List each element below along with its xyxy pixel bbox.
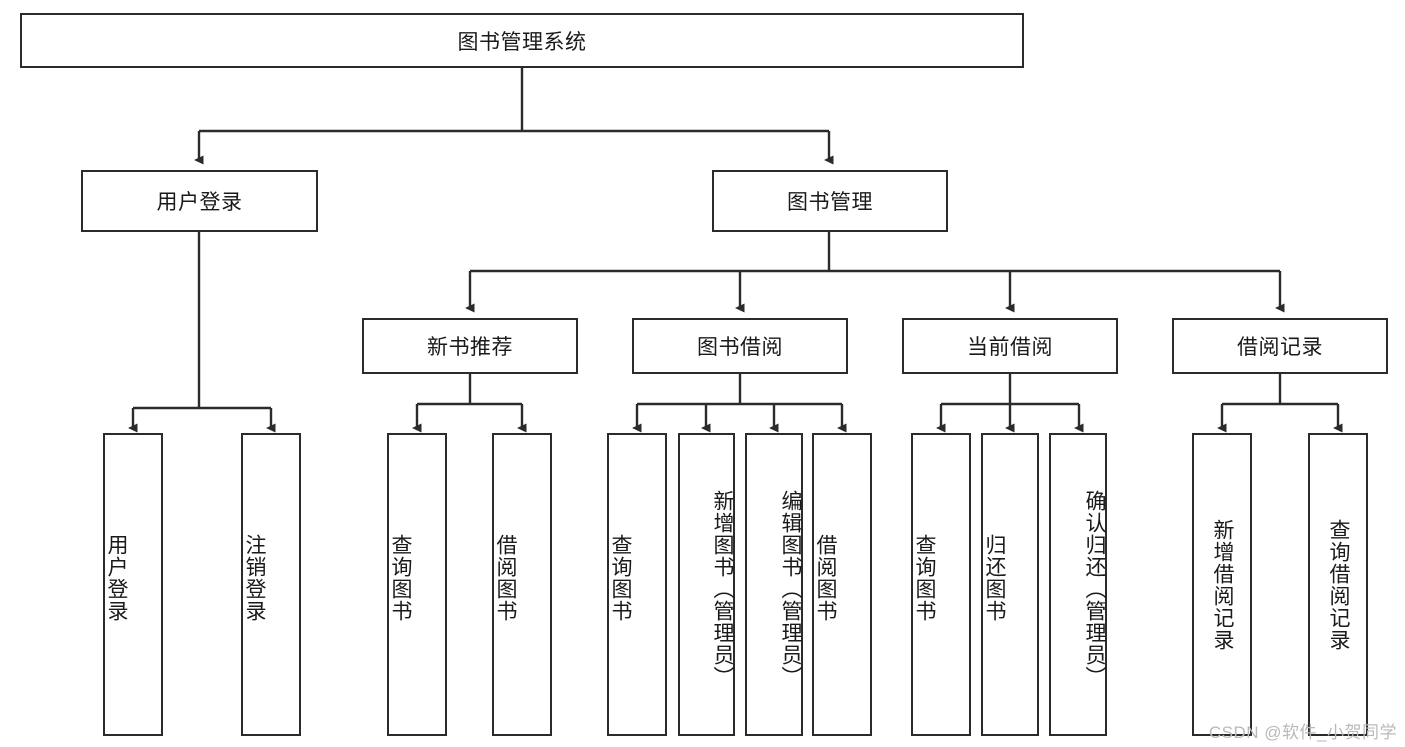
node-current-borrow[interactable]: 当前借阅: [902, 318, 1118, 374]
leaf-current-borrow-confirm-return[interactable]: 确认归还（管理员）: [1049, 433, 1107, 736]
node-label: 图书借阅: [697, 336, 783, 359]
node-label: 用户登录: [105, 533, 129, 622]
leaf-user-login-logout[interactable]: 注销登录: [241, 433, 301, 736]
node-new-book-recommend[interactable]: 新书推荐: [362, 318, 578, 374]
leaf-current-borrow-query-book[interactable]: 查询图书: [911, 433, 971, 736]
leaf-new-book-borrow-book[interactable]: 借阅图书: [492, 433, 552, 736]
node-label: 借阅记录: [1237, 336, 1323, 359]
node-label: 查询图书: [389, 533, 413, 622]
leaf-current-borrow-return-book[interactable]: 归还图书: [981, 433, 1039, 736]
leaf-borrow-record-add-record[interactable]: 新增借阅记录: [1192, 433, 1252, 736]
leaf-book-borrow-edit-book[interactable]: 编辑图书（管理员）: [745, 433, 803, 736]
node-user-login[interactable]: 用户登录: [81, 170, 318, 232]
node-label: 查询图书: [913, 533, 937, 622]
leaf-book-borrow-add-book[interactable]: 新增图书（管理员）: [678, 433, 735, 736]
node-label: 确认归还（管理员）: [1083, 489, 1106, 688]
node-book-borrow[interactable]: 图书借阅: [632, 318, 848, 374]
node-label: 借阅图书: [494, 533, 518, 622]
node-label: 归还图书: [983, 533, 1007, 622]
node-label: 查询借阅记录: [1327, 518, 1351, 651]
node-label: 编辑图书（管理员）: [779, 489, 802, 688]
node-root-system[interactable]: 图书管理系统: [20, 13, 1024, 68]
node-label: 注销登录: [243, 533, 267, 622]
leaf-user-login-login[interactable]: 用户登录: [103, 433, 163, 736]
leaf-borrow-record-query-record[interactable]: 查询借阅记录: [1308, 433, 1368, 736]
node-label: 新增借阅记录: [1211, 518, 1235, 651]
node-label: 借阅图书: [814, 533, 838, 622]
watermark-text: CSDN @软件_小贺同学: [1208, 723, 1397, 742]
node-borrow-record[interactable]: 借阅记录: [1172, 318, 1388, 374]
node-label: 图书管理系统: [457, 30, 587, 54]
node-label: 新书推荐: [427, 336, 513, 359]
node-label: 图书管理: [787, 191, 873, 214]
leaf-new-book-query-book[interactable]: 查询图书: [387, 433, 447, 736]
node-label: 用户登录: [156, 191, 243, 214]
node-book-management[interactable]: 图书管理: [712, 170, 948, 232]
leaf-book-borrow-borrow-book[interactable]: 借阅图书: [812, 433, 872, 736]
node-label: 当前借阅: [967, 336, 1053, 359]
node-label: 新增图书（管理员）: [711, 489, 734, 688]
node-label: 查询图书: [609, 533, 633, 622]
leaf-book-borrow-query-book[interactable]: 查询图书: [607, 433, 667, 736]
